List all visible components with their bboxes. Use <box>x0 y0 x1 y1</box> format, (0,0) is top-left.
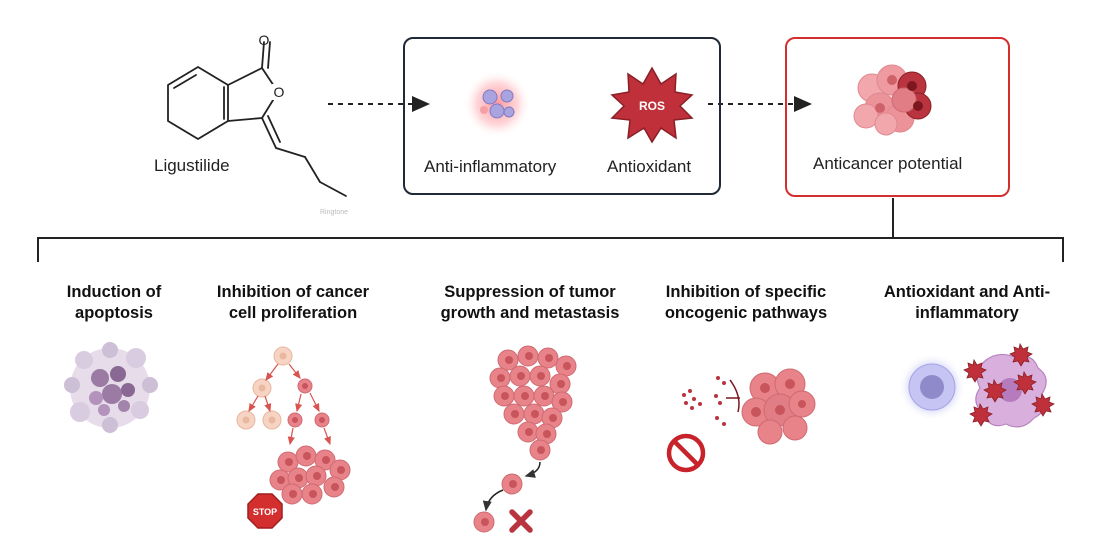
mechanism-title-line: Antioxidant and Anti- <box>883 283 1051 301</box>
mechanism-title-line: Inhibition of cancer <box>216 283 370 301</box>
structure-watermark: Ringtone <box>320 209 348 216</box>
tumor-cluster-icon <box>741 368 816 445</box>
tumor-metastasis-icon <box>473 345 577 533</box>
mechanism-title-line: Suppression of tumor <box>444 283 616 301</box>
prohibition-icon <box>666 433 706 473</box>
ligustilide-structure <box>167 41 347 197</box>
mechanism-title-line: apoptosis <box>75 304 153 322</box>
ros-label: ROS <box>639 99 665 113</box>
outcome-label: Anticancer potential <box>813 154 963 173</box>
carbonyl-oxygen-label: O <box>259 32 270 48</box>
mechanism-metastasis-title: Suppression of tumor growth and metastas… <box>430 282 630 324</box>
mechanism-title-line: oncogenic pathways <box>664 304 828 322</box>
activity-anti-inflammatory: Anti-inflammatory <box>424 157 557 176</box>
mechanism-title-line: cell proliferation <box>228 304 358 322</box>
mechanism-title-line: inflammatory <box>915 304 1019 322</box>
mechanism-antioxidant-title: Antioxidant and Anti- inflammatory <box>867 282 1067 324</box>
mechanism-proliferation-title: Inhibition of cancer cell proliferation <box>193 282 393 324</box>
cancer-cell-cluster-icon <box>853 64 932 136</box>
proliferation-tree-icon <box>236 346 351 505</box>
mechanism-title-line: growth and metastasis <box>440 304 620 322</box>
mechanism-title-line: Induction of <box>66 283 162 301</box>
mechanism-apoptosis-title: Induction of apoptosis <box>14 282 214 324</box>
ring-oxygen-label: O <box>274 84 285 100</box>
ros-burst-icon: ROS <box>610 66 694 144</box>
activities-box <box>403 37 721 195</box>
activity-antioxidant: Antioxidant <box>607 157 692 176</box>
mechanisms-bracket <box>37 198 1064 262</box>
signaling-dots-icon <box>682 376 740 426</box>
stop-sign-icon: STOP <box>247 493 283 529</box>
stop-label: STOP <box>253 507 277 517</box>
cross-icon <box>509 509 533 533</box>
macrophage-ros-icon <box>963 342 1055 428</box>
inflammation-icon <box>463 70 531 138</box>
mechanism-title-line: Inhibition of specific <box>665 283 827 301</box>
mechanism-oncogenic-title: Inhibition of specific oncogenic pathway… <box>646 282 846 324</box>
compound-name: Ligustilide <box>154 156 230 175</box>
apoptotic-cell-icon <box>64 342 158 433</box>
immune-cell-icon <box>898 353 966 421</box>
outcome-box <box>785 37 1010 197</box>
